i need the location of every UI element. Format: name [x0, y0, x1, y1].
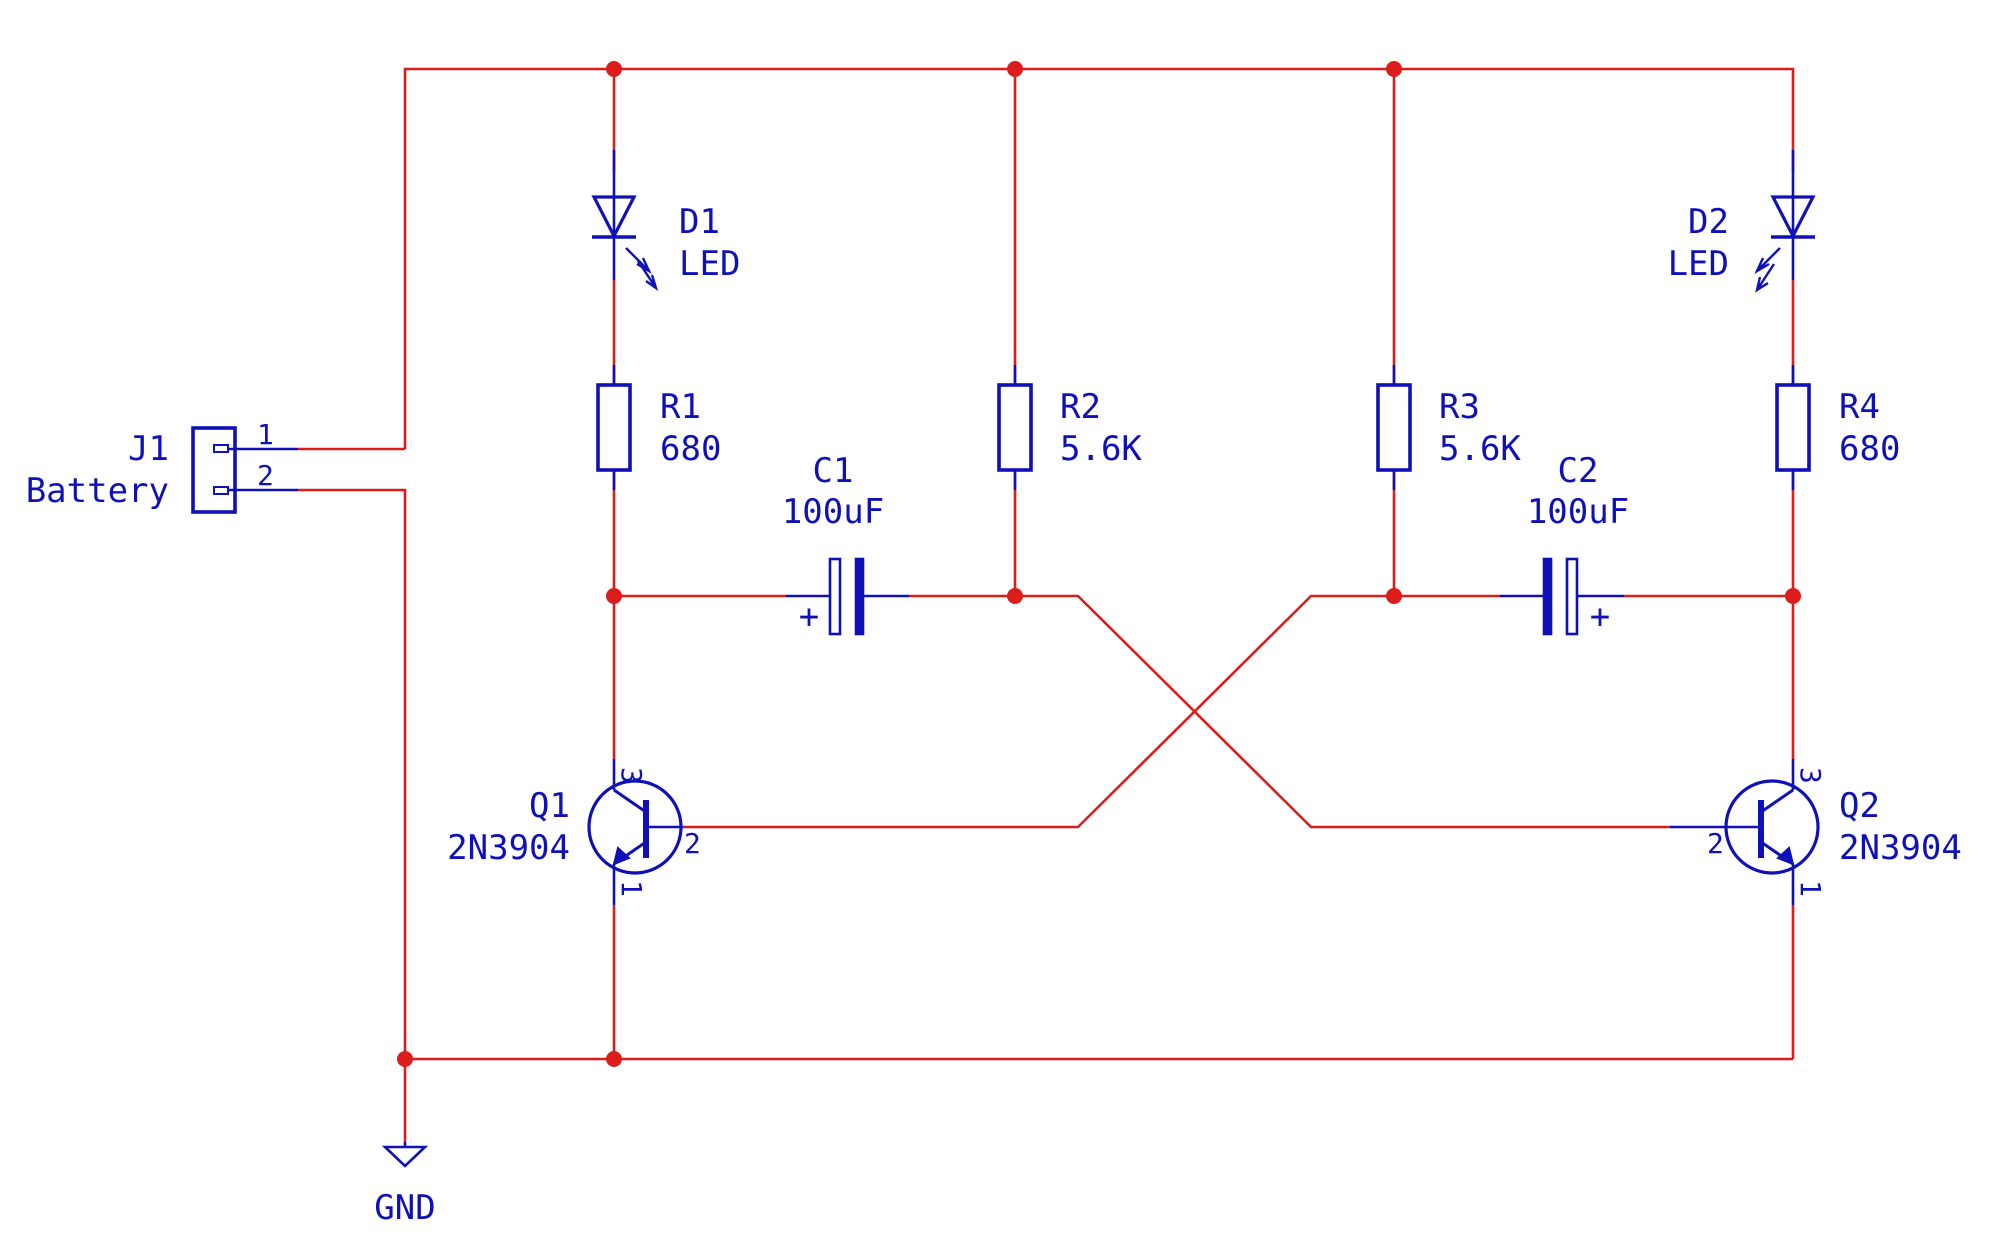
- q1-transistor-symbol: [587, 759, 683, 905]
- symbols: [191, 150, 1820, 1168]
- q2-pin-emitter-label: 1: [1794, 880, 1827, 897]
- c2-polarity-label: +: [1590, 597, 1610, 637]
- c2-value-label: 100uF: [1527, 492, 1629, 532]
- gnd-symbol: [381, 1142, 429, 1168]
- d2-value-label: LED: [1668, 244, 1729, 284]
- r4-resistor-symbol: [1775, 365, 1811, 490]
- junction-q2-collector: [1785, 588, 1801, 604]
- junction-vcc-d1: [606, 61, 622, 77]
- q1-value-label: 2N3904: [447, 828, 570, 868]
- j1-value-label: Battery: [26, 471, 169, 511]
- j1-pin2-label: 2: [257, 459, 274, 492]
- q2-transistor-symbol: [1670, 759, 1820, 905]
- j1-connector-symbol: [191, 426, 298, 514]
- q1-ref-label: Q1: [529, 786, 570, 826]
- c1-capacitor-symbol: [786, 557, 909, 636]
- r4-ref-label: R4: [1839, 387, 1880, 427]
- r3-ref-label: R3: [1439, 387, 1480, 427]
- j1-pin1-label: 1: [257, 418, 274, 451]
- junction-vcc-r3: [1386, 61, 1402, 77]
- junction-r2-c1: [1007, 588, 1023, 604]
- junctions: [397, 61, 1801, 1067]
- r2-value-label: 5.6K: [1060, 429, 1142, 469]
- junction-r3-c2: [1386, 588, 1402, 604]
- c1-value-label: 100uF: [782, 492, 884, 532]
- d1-value-label: LED: [679, 244, 740, 284]
- r1-ref-label: R1: [660, 387, 701, 427]
- d2-led-symbol: [1754, 150, 1816, 293]
- d1-led-symbol: [591, 150, 659, 291]
- wire-vcc-rail: [403, 67, 1795, 449]
- q2-ref-label: Q2: [1839, 786, 1880, 826]
- c2-capacitor-symbol: [1500, 557, 1624, 636]
- d2-ref-label: D2: [1688, 202, 1729, 242]
- q1-pin-base-label: 2: [684, 827, 701, 860]
- r2-ref-label: R2: [1060, 387, 1101, 427]
- gnd-label: GND: [374, 1188, 435, 1228]
- q1-pin-emitter-label: 1: [615, 880, 648, 897]
- junction-q1-collector: [606, 588, 622, 604]
- wire-c2-cross-q1-base: [683, 594, 1500, 829]
- d1-ref-label: D1: [679, 202, 720, 242]
- junction-gnd-q1: [606, 1051, 622, 1067]
- wire-c1-cross-q2-base: [909, 594, 1670, 829]
- labels: J1 Battery 1 2 D1 LED D2 LED R1 680 R2 5…: [26, 202, 1962, 1228]
- junction-vcc-r2: [1007, 61, 1023, 77]
- q2-value-label: 2N3904: [1839, 828, 1962, 868]
- j1-ref-label: J1: [128, 429, 169, 469]
- r4-value-label: 680: [1839, 429, 1900, 469]
- wires: [298, 67, 1795, 1142]
- c2-ref-label: C2: [1558, 451, 1599, 491]
- r3-value-label: 5.6K: [1439, 429, 1521, 469]
- q2-pin-base-label: 2: [1707, 827, 1724, 860]
- c1-ref-label: C1: [813, 451, 854, 491]
- r1-value-label: 680: [660, 429, 721, 469]
- q1-pin-collector-label: 3: [615, 767, 648, 784]
- c1-polarity-label: +: [799, 597, 819, 637]
- junction-gnd-left: [397, 1051, 413, 1067]
- r1-resistor-symbol: [596, 365, 632, 490]
- r2-resistor-symbol: [997, 365, 1033, 490]
- wire-battery-pin2-gnd: [298, 488, 407, 1142]
- q2-pin-collector-label: 3: [1794, 767, 1827, 784]
- r3-resistor-symbol: [1376, 365, 1412, 490]
